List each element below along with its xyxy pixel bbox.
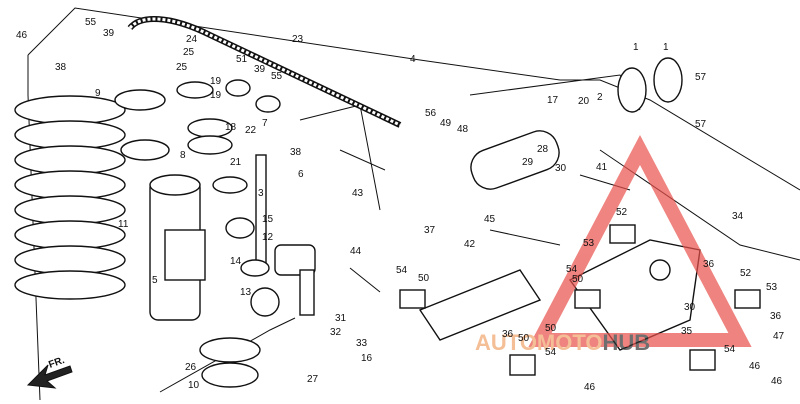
callout-label: 38: [55, 62, 67, 73]
callout-label: 32: [330, 327, 342, 338]
callout-label: 36: [703, 259, 715, 270]
watermark-logo: AUTOMOTOHUB: [475, 134, 752, 355]
callout-label: 54: [724, 344, 736, 355]
callout-label: 19: [210, 90, 222, 101]
callout-label: 53: [766, 282, 778, 293]
watermark-text: AUTOMOTOHUB: [475, 330, 650, 355]
callout-label: 15: [262, 214, 274, 225]
bolts: [339, 149, 631, 293]
callout-label: 52: [740, 268, 752, 279]
callout-label: 25: [176, 62, 188, 73]
callout-label: 55: [85, 17, 97, 28]
callout-label: 41: [596, 162, 608, 173]
callout-label: 42: [464, 239, 476, 250]
callout-label: 54: [545, 347, 557, 358]
callout-label: 25: [183, 47, 195, 58]
callout-label: 18: [225, 122, 237, 133]
callout-label: 35: [681, 326, 693, 337]
callout-label: 26: [185, 362, 197, 373]
callout-label: 54: [566, 264, 578, 275]
callout-label: 23: [292, 34, 304, 45]
callout-label: 10: [188, 380, 200, 391]
callout-label: 17: [547, 95, 559, 106]
reservoir: [470, 130, 560, 190]
callout-label: 39: [254, 64, 266, 75]
callout-label: 6: [298, 169, 304, 180]
callout-label: 27: [307, 374, 319, 385]
callout-label: 48: [457, 124, 469, 135]
front-direction-label: FR.: [47, 355, 66, 371]
callout-label: 46: [584, 382, 596, 393]
callout-label: 5: [152, 275, 158, 286]
reservoir-clamps: [617, 57, 683, 113]
callout-label: 39: [103, 28, 115, 39]
callout-label: 31: [335, 313, 347, 324]
callout-label: 49: [440, 118, 452, 129]
callout-label: 1: [633, 42, 639, 53]
callout-label: 50: [518, 333, 530, 344]
callout-label: 11: [118, 219, 129, 230]
callout-label: 46: [771, 376, 783, 387]
callout-label: 44: [350, 246, 362, 257]
shock-link: [418, 269, 542, 341]
callout-label: 12: [262, 232, 274, 243]
front-direction-arrow: FR.: [26, 355, 73, 389]
callout-label: 4: [410, 54, 416, 65]
callout-label: 56: [425, 108, 437, 119]
shock-absorber-body: [149, 174, 261, 388]
callout-label: 21: [230, 157, 242, 168]
callout-label: 19: [210, 76, 222, 87]
callout-label: 29: [522, 157, 534, 168]
callout-label: 50: [418, 273, 430, 284]
callout-label: 36: [770, 311, 782, 322]
callout-label: 53: [583, 238, 595, 249]
callout-label: 50: [545, 323, 557, 334]
callout-label: 2: [597, 92, 603, 103]
watermark-text-dark: HUB: [603, 330, 651, 355]
callout-label: 43: [352, 188, 364, 199]
callout-label: 13: [240, 287, 252, 298]
callout-label: 46: [16, 30, 28, 41]
damper-rod: [255, 154, 316, 316]
callout-label: 38: [290, 147, 302, 158]
callout-label: 28: [537, 144, 549, 155]
callout-label: 36: [502, 329, 514, 340]
callout-label: 33: [356, 338, 368, 349]
callout-label: 50: [572, 274, 584, 285]
callout-labels: 4655393891918822751395524252519234115213…: [16, 17, 785, 393]
lock-nuts: [114, 79, 281, 161]
callout-label: 20: [578, 96, 590, 107]
callout-label: 55: [271, 71, 283, 82]
watermark-text-orange: AUTOMOTO: [475, 330, 603, 355]
callout-label: 52: [616, 207, 628, 218]
callout-label: 22: [245, 125, 257, 136]
coil-spring: [14, 95, 126, 300]
seal-stack: [212, 176, 280, 317]
callout-label: 47: [773, 331, 785, 342]
callout-label: 57: [695, 119, 707, 130]
callout-label: 34: [732, 211, 744, 222]
callout-label: 9: [95, 88, 101, 99]
callout-label: 16: [361, 353, 373, 364]
callout-label: 51: [236, 54, 248, 65]
callout-label: 37: [424, 225, 436, 236]
callout-label: 1: [663, 42, 669, 53]
callout-label: 57: [695, 72, 707, 83]
needle-bearings: [399, 224, 761, 376]
callout-label: 24: [186, 34, 198, 45]
callout-label: 54: [396, 265, 408, 276]
callout-label: 30: [684, 302, 696, 313]
callout-label: 45: [484, 214, 496, 225]
callout-label: 8: [180, 150, 186, 161]
callout-label: 7: [262, 118, 268, 129]
callout-label: 30: [555, 163, 567, 174]
callout-label: 14: [230, 256, 242, 267]
callout-label: 3: [258, 188, 264, 199]
callout-label: 46: [749, 361, 761, 372]
